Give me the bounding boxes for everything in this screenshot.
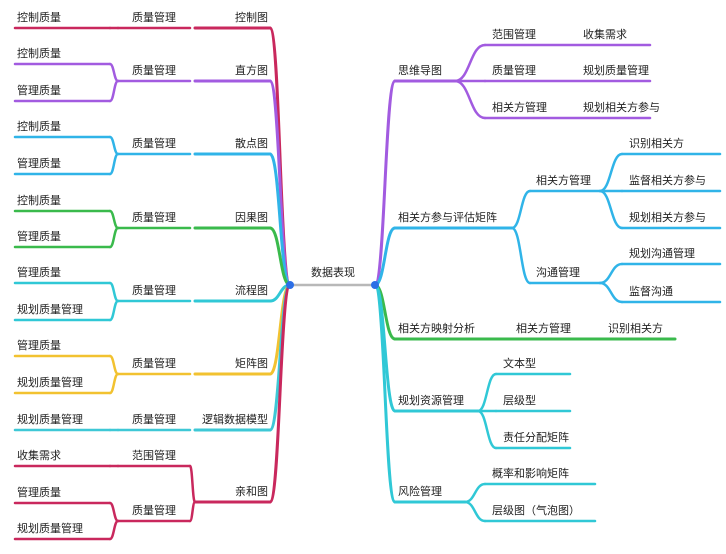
left-leaf-label: 管理质量 [17, 156, 61, 170]
left-branch-label: 矩阵图 [235, 356, 268, 370]
left-sub-label: 质量管理 [132, 10, 176, 24]
left-leaf-curve [108, 226, 120, 249]
right-sub-curve [510, 226, 532, 285]
left-leaf-label: 管理质量 [17, 485, 61, 499]
left-leaf-curve [108, 281, 120, 303]
right-leaf-label: 收集需求 [583, 27, 627, 41]
left-leaf-label: 控制质量 [17, 119, 61, 133]
right-leaf-curve [476, 409, 498, 450]
left-leaf-label: 控制质量 [17, 46, 61, 60]
left-branch-label: 流程图 [235, 283, 268, 297]
left-leaf-curve [108, 519, 120, 541]
right-sub-label: 相关方管理 [536, 173, 591, 187]
left-branch-label: 散点图 [235, 136, 268, 150]
left-leaf-curve [108, 501, 120, 523]
left-leaf-label: 管理质量 [17, 265, 61, 279]
right-branch-curve [373, 79, 397, 287]
right-sub-curve [453, 79, 487, 120]
right-leaf-label: 责任分配矩阵 [503, 430, 569, 444]
right-leaf-label: 监督沟通 [629, 284, 673, 298]
left-branch-label: 控制图 [235, 10, 268, 24]
left-leaf-label: 控制质量 [17, 193, 61, 207]
left-sub-label: 范围管理 [132, 448, 176, 462]
right-sub-label: 质量管理 [492, 63, 536, 77]
left-sub-label: 质量管理 [132, 503, 176, 517]
right-branch-label: 相关方映射分析 [398, 321, 475, 335]
left-sub-label: 质量管理 [132, 63, 176, 77]
right-sub-label: 相关方管理 [492, 100, 547, 114]
right-leaf-label: 层级图（气泡图） [492, 503, 580, 517]
right-leaf-label: 规划沟通管理 [629, 246, 695, 260]
right-leaf-curve [598, 152, 624, 193]
center-label: 数据表现 [311, 265, 355, 279]
right-branch-label: 风险管理 [398, 484, 442, 498]
left-leaf-curve [108, 299, 120, 322]
left-leaf-label: 控制质量 [17, 10, 61, 24]
left-sub-label: 质量管理 [132, 356, 176, 370]
left-leaf-curve [108, 354, 120, 376]
right-leaf-label: 监督相关方参与 [629, 173, 706, 187]
left-leaf-curve [108, 62, 120, 83]
left-leaf-label: 收集需求 [17, 448, 61, 462]
left-sub-label: 质量管理 [132, 283, 176, 297]
right-leaf-curve [598, 262, 624, 285]
right-leaf-label: 文本型 [503, 356, 536, 370]
left-sub-curve [188, 464, 197, 504]
right-sub-curve [453, 43, 487, 83]
right-branch-label: 相关方参与评估矩阵 [398, 210, 497, 224]
right-leaf-label: 层级型 [503, 393, 536, 407]
right-leaf-curve [463, 482, 487, 504]
right-sub-label: 相关方管理 [516, 321, 571, 335]
right-hub-dot [371, 281, 379, 289]
right-branch-label: 规划资源管理 [398, 393, 464, 407]
right-leaf-label: 识别相关方 [608, 321, 663, 335]
right-leaf-curve [463, 500, 487, 523]
right-sub-label: 范围管理 [492, 27, 536, 41]
left-branch-label: 逻辑数据模型 [202, 412, 268, 426]
branch-lines [13, 26, 722, 541]
right-leaf-curve [476, 372, 498, 413]
left-sub-label: 质量管理 [132, 210, 176, 224]
left-branch-label: 亲和图 [235, 484, 268, 498]
right-leaf-label: 识别相关方 [629, 136, 684, 150]
right-sub-curve [510, 189, 532, 230]
left-leaf-label: 规划质量管理 [17, 302, 83, 316]
left-leaf-curve [108, 135, 120, 156]
left-branch-label: 因果图 [235, 211, 268, 224]
left-hub-dot [286, 281, 294, 289]
left-leaf-curve [108, 372, 120, 395]
left-leaf-label: 管理质量 [17, 229, 61, 243]
right-leaf-label: 规划相关方参与 [583, 100, 660, 114]
right-sub-label: 沟通管理 [536, 265, 580, 279]
right-branch-label: 思维导图 [398, 64, 442, 77]
left-leaf-curve [108, 152, 120, 176]
left-leaf-label: 管理质量 [17, 338, 61, 352]
left-branch-label: 直方图 [235, 63, 268, 77]
right-branch-curve [373, 283, 397, 504]
right-leaf-label: 规划质量管理 [583, 63, 649, 77]
branch-labels: 数据表现控制图质量管理控制质量直方图质量管理控制质量管理质量散点图质量管理控制质… [17, 10, 706, 535]
right-leaf-curve [598, 281, 624, 304]
right-leaf-label: 规划相关方参与 [629, 210, 706, 224]
left-sub-label: 质量管理 [132, 136, 176, 150]
left-sub-label: 质量管理 [132, 412, 176, 426]
right-leaf-label: 概率和影响矩阵 [492, 466, 569, 480]
right-leaf-curve [598, 189, 624, 230]
left-leaf-curve [108, 209, 120, 230]
left-leaf-label: 管理质量 [17, 83, 61, 97]
left-leaf-label: 规划质量管理 [17, 521, 83, 535]
left-leaf-label: 规划质量管理 [17, 375, 83, 389]
left-leaf-curve [108, 79, 120, 103]
left-branch-curve [268, 283, 292, 504]
left-leaf-label: 规划质量管理 [17, 412, 83, 426]
left-sub-curve [188, 500, 197, 523]
